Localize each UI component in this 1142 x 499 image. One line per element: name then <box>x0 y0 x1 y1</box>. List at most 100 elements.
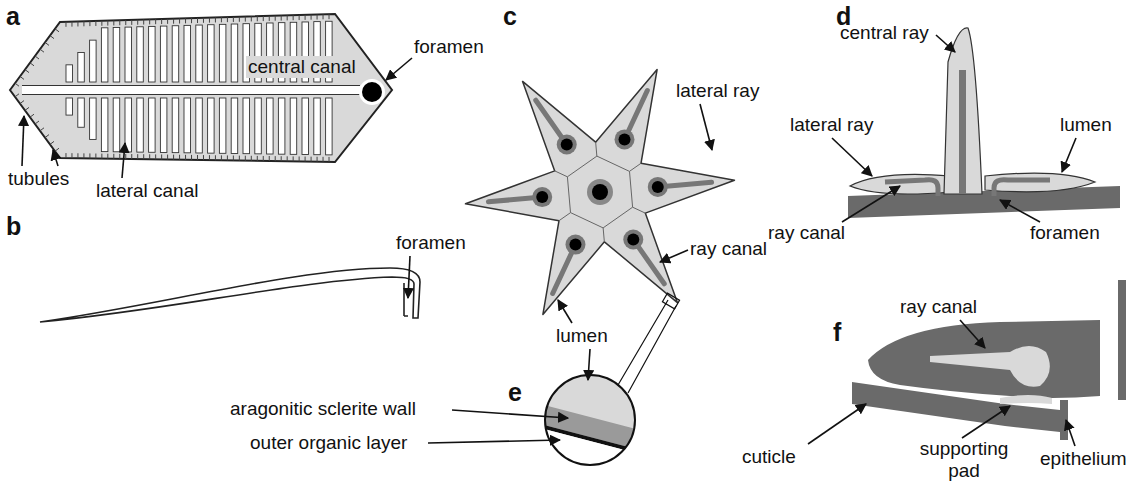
lateral-canal <box>78 52 85 82</box>
tubule <box>233 17 234 22</box>
tubule <box>25 107 29 110</box>
tubule <box>299 156 300 161</box>
panel-letter: f <box>833 318 841 346</box>
lateral-canal <box>101 28 108 82</box>
tubule <box>251 16 252 21</box>
tubule <box>203 155 204 160</box>
lateral-canal <box>219 98 226 153</box>
ray-canal-base <box>623 230 643 250</box>
central-canal <box>22 86 365 95</box>
lateral-canal <box>160 98 167 152</box>
tubule <box>95 21 96 26</box>
central-canal-edge <box>22 86 360 95</box>
magnifier-lines <box>618 300 676 393</box>
tubule <box>257 156 258 161</box>
tubule <box>131 20 132 25</box>
callout-label: ray canal <box>900 296 977 318</box>
callout-label: tubules <box>8 168 69 190</box>
lateral-canal <box>125 27 132 82</box>
tubule <box>25 70 29 73</box>
lateral-canal <box>314 98 321 155</box>
panel-letter: a <box>6 2 20 30</box>
magnifier-circle <box>545 375 635 465</box>
tubule <box>155 154 156 159</box>
tubule <box>161 154 162 159</box>
ray-boundary <box>559 213 570 221</box>
tubule <box>239 17 240 22</box>
panel-letter: c <box>503 2 517 30</box>
tubule <box>221 17 222 22</box>
tubule <box>50 141 54 144</box>
tubule <box>185 18 186 23</box>
tubule <box>173 19 174 24</box>
lateral-canal <box>290 98 297 154</box>
tubule <box>161 19 162 24</box>
tubule <box>191 155 192 160</box>
tubule <box>317 15 318 20</box>
central-canal <box>587 179 613 205</box>
callout-label: outer organic layer <box>250 432 407 454</box>
tubule <box>299 15 300 20</box>
tubule <box>107 21 108 26</box>
panel-letter: e <box>508 378 522 406</box>
lateral-canal <box>208 98 215 153</box>
tubule <box>45 135 49 138</box>
tubule <box>155 19 156 24</box>
supporting-pad <box>1000 395 1052 404</box>
central-ray <box>944 28 982 194</box>
callout-label: epithelium <box>1040 448 1127 470</box>
lateral-canal <box>278 98 285 154</box>
tubule <box>15 83 19 86</box>
lateral-canal <box>231 24 238 82</box>
tubule <box>197 155 198 160</box>
tubule <box>257 16 258 21</box>
lateral-canal <box>184 98 191 153</box>
central-foramen <box>592 184 608 200</box>
tubule <box>197 18 198 23</box>
tubule <box>245 156 246 161</box>
central-canal <box>959 70 966 194</box>
star-sclerite <box>466 70 735 315</box>
tubule <box>221 155 222 160</box>
foramen <box>627 234 639 246</box>
tubule <box>287 15 288 20</box>
tubule <box>119 154 120 159</box>
tubule <box>107 154 108 159</box>
tubule <box>311 157 312 162</box>
tubule <box>167 155 168 160</box>
tubule <box>215 155 216 160</box>
tubule <box>40 49 44 52</box>
lateral-canal <box>219 24 226 82</box>
tubule <box>125 20 126 25</box>
ray-canal-base <box>557 134 577 154</box>
tubule <box>281 16 282 21</box>
tubule <box>20 76 24 79</box>
callout-label: lumen <box>1060 114 1112 136</box>
tubule <box>215 17 216 22</box>
tubule <box>305 15 306 20</box>
tubule <box>71 22 72 27</box>
ray-boundary <box>555 171 568 177</box>
tubule <box>275 156 276 161</box>
tubule <box>203 18 204 23</box>
lateral-canal <box>113 98 120 152</box>
star-outline <box>466 70 735 315</box>
tubule <box>305 157 306 162</box>
tubule <box>143 154 144 159</box>
callout-label: supporting pad <box>912 438 1016 482</box>
central-ray-base <box>567 156 632 228</box>
callout-label: foramen <box>1030 222 1100 244</box>
lateral-canal <box>208 25 215 82</box>
ray-boundary <box>596 142 597 156</box>
foramen-hole <box>362 82 382 102</box>
tubule <box>30 63 34 66</box>
leader-lines <box>22 35 1076 446</box>
tubule <box>20 101 24 104</box>
tubule <box>281 156 282 161</box>
tubule <box>329 14 330 19</box>
tubule <box>71 153 72 158</box>
lateral-canal <box>137 27 144 82</box>
callout-label: ray canal <box>690 238 767 260</box>
tubule <box>15 94 19 97</box>
tubule <box>227 17 228 22</box>
